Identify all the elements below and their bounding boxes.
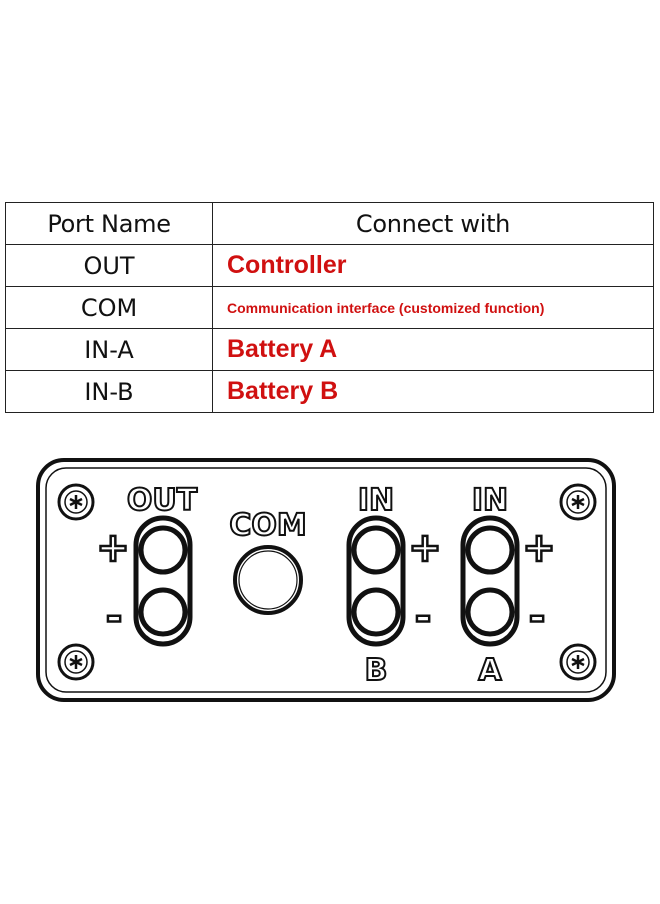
screw-icon (57, 643, 95, 681)
connect-with-cell: Communication interface (customized func… (212, 286, 654, 329)
panel-inner-border (45, 467, 607, 693)
port-table: Port Name Connect with OUT Controller CO… (5, 202, 654, 413)
header-port-name: Port Name (5, 202, 213, 245)
com-label: COM (229, 508, 306, 543)
connect-with-cell: Controller (212, 244, 654, 287)
in-a-connector (460, 515, 520, 647)
panel-outer-border (36, 458, 616, 702)
in-b-connector (346, 515, 406, 647)
table-header-row: Port Name Connect with (5, 202, 654, 245)
connect-with-cell: Battery A (212, 328, 654, 371)
in-a-minus-sign: - (529, 594, 546, 640)
port-name-cell: IN-B (5, 370, 213, 413)
port-name-cell: IN-A (5, 328, 213, 371)
com-connector (233, 545, 303, 615)
out-connector (133, 515, 193, 647)
port-name-cell: COM (5, 286, 213, 329)
header-connect-with: Connect with (212, 202, 654, 245)
table-row: OUT Controller (5, 244, 654, 287)
in-b-minus-sign: - (415, 594, 432, 640)
screw-icon (57, 483, 95, 521)
in-a-plus-sign: + (522, 525, 556, 571)
table-row: COM Communication interface (customized … (5, 286, 654, 329)
screw-icon (559, 643, 597, 681)
out-minus-sign: - (106, 594, 123, 640)
out-plus-sign: + (96, 525, 130, 571)
table-row: IN-B Battery B (5, 370, 654, 413)
screw-icon (559, 483, 597, 521)
in-b-plus-sign: + (408, 525, 442, 571)
in-b-top-label: IN (358, 483, 394, 518)
in-a-bottom-label: A (478, 653, 502, 688)
port-name-cell: OUT (5, 244, 213, 287)
connector-panel-diagram: OUT + - COM IN + - B IN + - A (36, 458, 616, 702)
in-b-bottom-label: B (365, 653, 388, 688)
in-a-top-label: IN (472, 483, 508, 518)
connect-with-cell: Battery B (212, 370, 654, 413)
out-label: OUT (127, 483, 198, 518)
table-row: IN-A Battery A (5, 328, 654, 371)
